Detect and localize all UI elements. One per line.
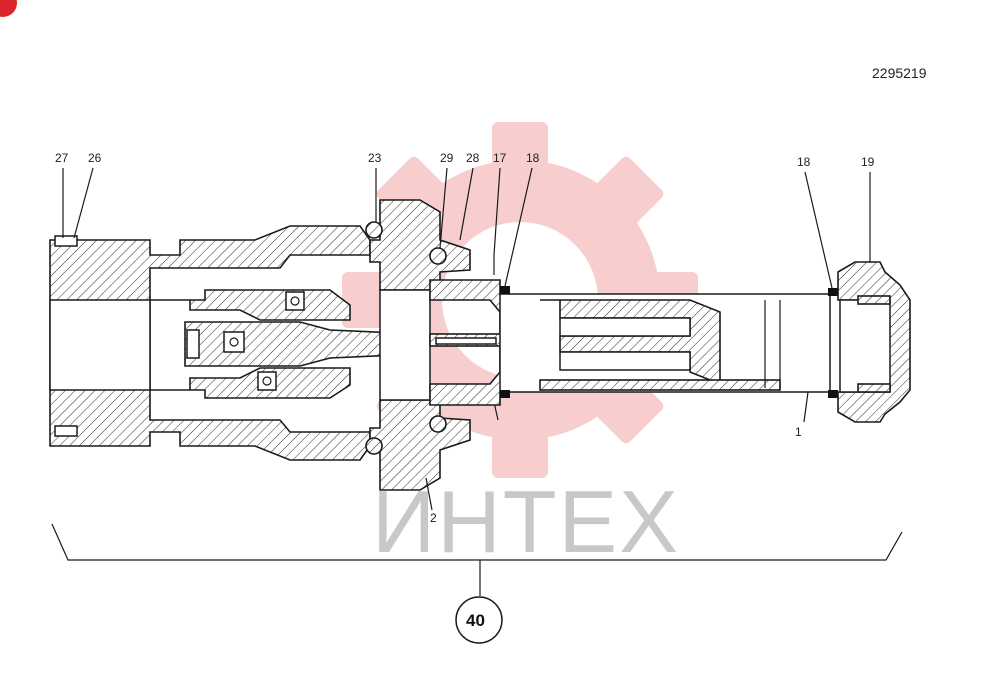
plug-27-top bbox=[54, 235, 78, 247]
leader-lines bbox=[62, 167, 871, 511]
label-26: 26 bbox=[88, 151, 102, 165]
cap-lip-top bbox=[857, 295, 891, 305]
o-ring-lower bbox=[429, 415, 447, 433]
seal-18-left-bottom bbox=[500, 390, 510, 398]
assembly-callout-circle bbox=[455, 596, 503, 644]
label-19: 19 bbox=[861, 155, 875, 169]
label-23: 23 bbox=[368, 151, 382, 165]
o-ring-lower-left bbox=[365, 437, 383, 455]
end-cap-bore bbox=[839, 299, 891, 393]
watermark-text: ИНТЕХ bbox=[372, 472, 680, 571]
check-ball-middle bbox=[223, 331, 245, 353]
seal-18-left-top bbox=[500, 286, 510, 294]
label-1: 1 bbox=[795, 425, 802, 439]
label-18-right: 18 bbox=[797, 155, 811, 169]
corner-badge-icon bbox=[0, 0, 17, 17]
seal-18-right-bottom bbox=[828, 390, 838, 398]
assembly-callout-label: 40 bbox=[466, 611, 485, 630]
label-29: 29 bbox=[440, 151, 454, 165]
assembly-bracket bbox=[51, 523, 903, 561]
center-bore bbox=[379, 289, 431, 401]
spool-end bbox=[186, 329, 200, 359]
label-18-left: 18 bbox=[526, 151, 540, 165]
inner-chamber-top bbox=[559, 317, 691, 337]
inner-chamber-bottom bbox=[559, 351, 691, 371]
left-bore bbox=[49, 299, 151, 391]
o-ring-29 bbox=[429, 247, 447, 265]
label-17: 17 bbox=[493, 151, 507, 165]
seal-18-right-top bbox=[828, 288, 838, 296]
label-27: 27 bbox=[55, 151, 69, 165]
label-2: 2 bbox=[430, 511, 437, 525]
rod-bore bbox=[435, 337, 497, 345]
sleeve-wall-bottom bbox=[539, 379, 781, 391]
o-ring-23 bbox=[365, 221, 383, 239]
document-number: 2295219 bbox=[872, 65, 927, 81]
check-ball-lower bbox=[257, 371, 277, 391]
check-ball-upper bbox=[285, 291, 305, 311]
label-28: 28 bbox=[466, 151, 480, 165]
plug-27-bottom bbox=[54, 425, 78, 437]
cap-lip-bottom bbox=[857, 383, 891, 393]
